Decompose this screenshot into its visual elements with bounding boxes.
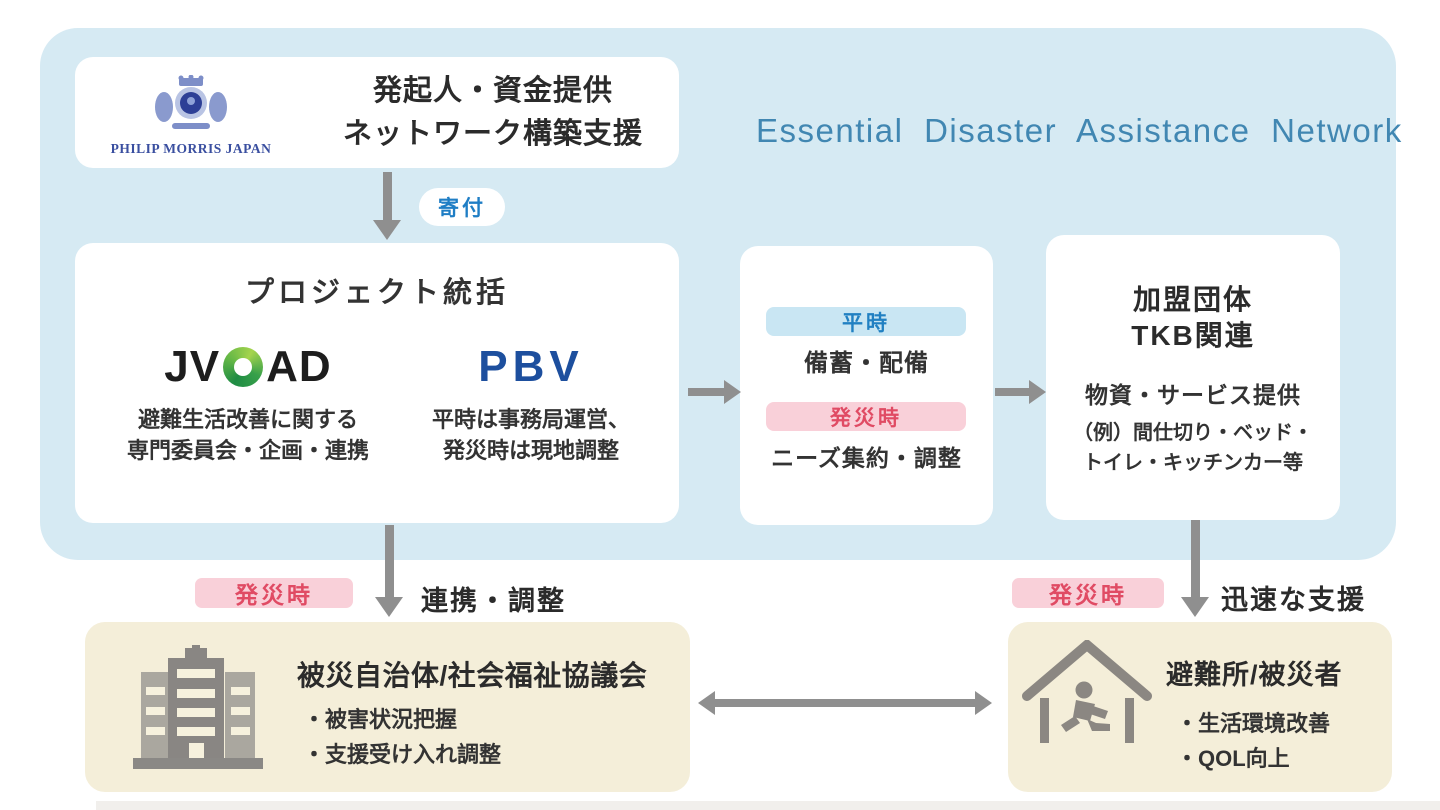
members-heading-line1: 加盟団体	[1132, 284, 1253, 315]
project-box: プロジェクト統括 JV AD 避難生活改善に関する 専門委員会・企画・連携 PB…	[75, 243, 679, 523]
funder-role-text: 発起人・資金提供 ネットワーク構築支援	[307, 70, 679, 154]
house-runner-icon	[1022, 638, 1152, 749]
shelter-bullet1: ・生活環境改善	[1176, 711, 1331, 736]
shelter-box: 避難所/被災者 ・生活環境改善 ・QOL向上	[1008, 622, 1392, 792]
building-icon	[133, 644, 263, 774]
shelter-bullet2: ・QOL向上	[1176, 746, 1290, 771]
shelter-heading: 避難所/被災者	[1166, 660, 1343, 690]
bottom-strip	[96, 801, 1440, 810]
disaster-time-badge: 発災時	[766, 402, 966, 431]
project-heading: プロジェクト統括	[244, 277, 509, 309]
members-heading-line2: TKB関連	[1131, 320, 1255, 352]
jvoad-column: JV AD 避難生活改善に関する 専門委員会・企画・連携	[103, 339, 393, 467]
pbv-column: PBV 平時は事務局運営、 発災時は現地調整	[405, 339, 657, 467]
municipality-heading: 被災自治体/社会福祉協議会	[297, 660, 648, 691]
pbv-desc-line2: 発災時は現地調整	[442, 437, 619, 463]
pbv-desc-line1: 平時は事務局運営、	[431, 407, 630, 432]
funder-box: PHILIP MORRIS JAPAN 発起人・資金提供 ネットワーク構築支援	[75, 57, 679, 168]
jvoad-logo: JV AD	[164, 339, 331, 395]
members-desc-line2: （例）間仕切り・ベッド・	[1073, 422, 1313, 444]
jvoad-logo-left: JV	[164, 342, 221, 391]
jvoad-green-ring-icon	[223, 347, 264, 387]
right-disaster-time-badge: 発災時	[1012, 578, 1164, 608]
normal-time-badge: 平時	[766, 307, 966, 336]
left-flow-label: 連携・調整	[421, 586, 566, 616]
members-desc-line3: トイレ・キッチンカー等	[1083, 452, 1303, 474]
right-flow-label: 迅速な支援	[1221, 585, 1366, 615]
members-desc-line1: 物資・サービス提供	[1085, 382, 1301, 408]
jvoad-description: 避難生活改善に関する 専門委員会・企画・連携	[103, 405, 393, 467]
pbv-description: 平時は事務局運営、 発災時は現地調整	[405, 405, 657, 467]
municipality-bullet1: ・被害状況把握	[303, 707, 458, 732]
funder-role-line2: ネットワーク構築支援	[342, 117, 643, 150]
network-title: Essential Disaster Assistance Network	[756, 112, 1403, 149]
donation-badge: 寄付	[419, 188, 505, 226]
jvoad-desc-line1: 避難生活改善に関する	[137, 407, 358, 432]
funder-logo-caption: PHILIP MORRIS JAPAN	[110, 140, 272, 156]
funder-role-line1: 発起人・資金提供	[372, 75, 613, 108]
members-examples: （例）間仕切り・ベッド・ トイレ・キッチンカー等	[1046, 418, 1340, 478]
disaster-time-desc: ニーズ集約・調整	[771, 445, 962, 471]
municipality-box: 被災自治体/社会福祉協議会 ・被害状況把握 ・支援受け入れ調整	[85, 622, 690, 792]
member-organizations-box: 加盟団体 TKB関連 物資・サービス提供 （例）間仕切り・ベッド・ トイレ・キッ…	[1046, 235, 1340, 520]
normal-time-desc: 備蓄・配備	[804, 350, 929, 377]
jvoad-logo-right: AD	[266, 342, 332, 391]
municipality-bullet2: ・支援受け入れ調整	[303, 742, 502, 767]
left-disaster-time-badge: 発災時	[195, 578, 353, 608]
philip-morris-crest-icon	[151, 74, 231, 138]
pbv-logo: PBV	[478, 342, 584, 391]
operations-box: 平時 備蓄・配備 発災時 ニーズ集約・調整	[740, 246, 993, 525]
funder-logo: PHILIP MORRIS JAPAN	[75, 69, 307, 157]
jvoad-desc-line2: 専門委員会・企画・連携	[126, 437, 369, 463]
members-heading: 加盟団体 TKB関連	[1046, 282, 1340, 355]
